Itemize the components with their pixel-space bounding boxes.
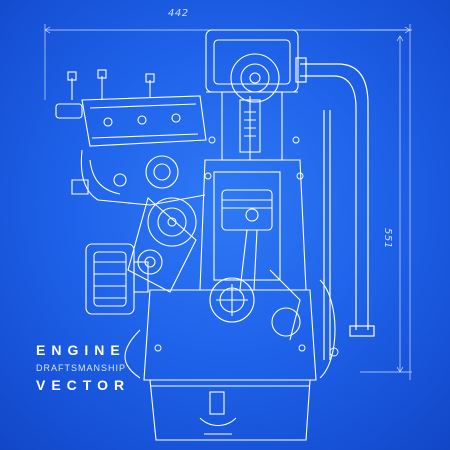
dimension-lines bbox=[44, 24, 412, 380]
alternator bbox=[85, 243, 149, 315]
title-block: ENGINE DRAFTSMANSHIP VECTOR bbox=[36, 342, 130, 393]
intake-manifold bbox=[55, 69, 207, 147]
cylinder-head bbox=[205, 29, 299, 161]
cylinder-block bbox=[199, 159, 307, 291]
crankcase bbox=[124, 269, 336, 381]
title-draftsmanship: DRAFTSMANSHIP bbox=[36, 363, 127, 373]
oil-pan bbox=[149, 379, 311, 441]
width-dimension-label: 442 bbox=[168, 8, 189, 19]
title-engine: ENGINE bbox=[36, 342, 126, 358]
height-dimension-label: 551 bbox=[382, 228, 393, 249]
left-housing bbox=[71, 149, 206, 206]
title-vector: VECTOR bbox=[36, 377, 131, 393]
timing-pulleys bbox=[127, 197, 197, 293]
coolant-pipe bbox=[295, 57, 375, 360]
bolt-accents bbox=[154, 136, 339, 357]
